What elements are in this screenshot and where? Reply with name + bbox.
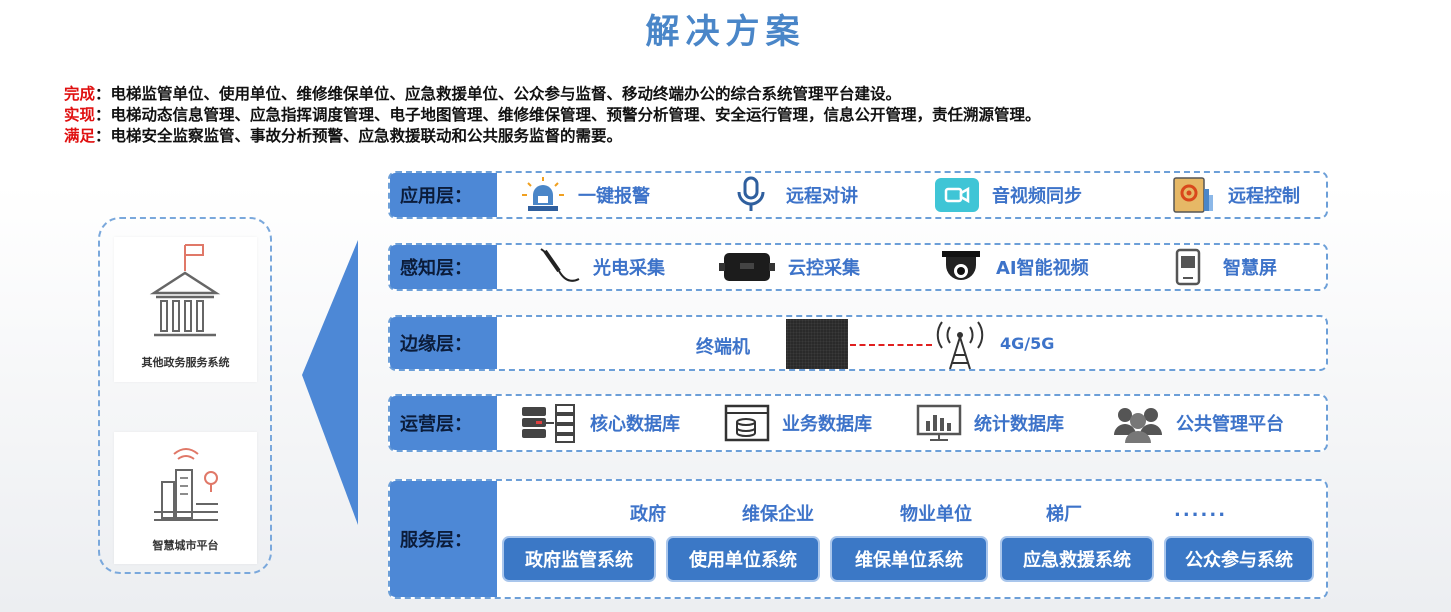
connector-arrow	[302, 240, 358, 525]
layer-label: 应用层：	[390, 173, 497, 217]
application-item-label: 音视频同步	[992, 186, 1082, 207]
layer-label: 感知层：	[390, 245, 497, 289]
intro-desc: ：电梯动态信息管理、应急指挥调度管理、电子地图管理、维修维保管理、预警分析管理、…	[95, 106, 1041, 124]
application-item[interactable]: 远程控制	[1170, 175, 1300, 215]
perception-item-label: AI智能视频	[996, 258, 1089, 279]
alarm-light-icon	[522, 177, 564, 211]
system-button[interactable]: 维保单位系统	[830, 536, 988, 582]
perception-item-label: 智慧屏	[1223, 258, 1277, 279]
application-item[interactable]: 远程对讲	[728, 175, 858, 215]
signal-tower-icon	[936, 321, 984, 370]
page-title: 解决方案	[645, 12, 806, 52]
external-system-card: 智慧城市平台	[114, 432, 257, 564]
system-button[interactable]: 应急救援系统	[1000, 536, 1154, 582]
users-group-icon	[1114, 408, 1162, 443]
system-button[interactable]: 政府监管系统	[502, 536, 656, 582]
dome-camera-icon	[942, 251, 980, 280]
system-button[interactable]: 公众参与系统	[1164, 536, 1314, 582]
terminal-link-line	[850, 344, 932, 346]
application-item[interactable]: 一键报警	[520, 175, 650, 215]
edge-layer: 边缘层： 终端机 4G/5G	[388, 315, 1328, 371]
government-building-icon	[149, 244, 221, 337]
business-database-icon	[724, 404, 770, 442]
perception-item-label: 光电采集	[593, 258, 665, 279]
network-label: 4G/5G	[1000, 334, 1055, 353]
perception-layer: 感知层： 光电采集 云控采集 AI智能视频 智慧屏	[388, 243, 1328, 291]
microphone-icon	[737, 176, 765, 211]
intro-desc: ：电梯监管单位、使用单位、维修维保单位、应急救援单位、公众参与监督、移动终端办公…	[95, 85, 902, 103]
intro-key: 实现	[64, 106, 96, 124]
intro-key: 满足	[64, 127, 96, 145]
perception-item[interactable]: 智慧屏	[1165, 247, 1277, 287]
terminal-label: 终端机	[696, 337, 750, 358]
application-layer: 应用层： 一键报警 远程对讲 音视频同步	[388, 171, 1328, 219]
external-systems-panel: 其他政务服务系统 智慧城市平台	[98, 217, 272, 574]
remote-control-icon	[1173, 177, 1213, 213]
operation-item[interactable]: 公共管理平台	[1112, 403, 1284, 443]
perception-item[interactable]: 云控采集	[718, 247, 860, 287]
photoelectric-sensor-icon	[540, 248, 580, 282]
perception-item[interactable]: 光电采集	[535, 247, 665, 287]
intro-line: 实现：电梯动态信息管理、应急指挥调度管理、电子地图管理、维修维保管理、预警分析管…	[64, 105, 1041, 126]
perception-item[interactable]: AI智能视频	[938, 247, 1089, 287]
application-item[interactable]: 音视频同步	[934, 175, 1082, 215]
operation-item-label: 统计数据库	[974, 414, 1064, 435]
service-subject: 维保企业	[742, 504, 814, 525]
smart-screen-icon	[1175, 248, 1201, 286]
operation-layer: 运营层： 核心数据库 业务数据库	[388, 394, 1328, 452]
smart-city-icon	[154, 448, 218, 521]
operation-item-label: 公共管理平台	[1176, 414, 1284, 435]
application-item-label: 一键报警	[578, 186, 650, 207]
operation-item-label: 核心数据库	[590, 414, 680, 435]
external-system-card: 其他政务服务系统	[114, 237, 257, 382]
intro-key: 完成	[64, 85, 96, 103]
service-subject: ......	[1174, 500, 1228, 521]
layer-label: 运营层：	[390, 396, 497, 450]
service-subject: 物业单位	[900, 504, 972, 525]
service-subject: 梯厂	[1046, 504, 1082, 525]
external-system-label: 智慧城市平台	[152, 539, 219, 552]
perception-item-label: 云控采集	[788, 258, 860, 279]
operation-item[interactable]: 统计数据库	[916, 403, 1064, 443]
cloud-control-box-icon	[719, 253, 775, 281]
application-item-label: 远程对讲	[786, 186, 858, 207]
intro-text: 完成：电梯监管单位、使用单位、维修维保单位、应急救援单位、公众参与监督、移动终端…	[64, 84, 1041, 147]
statistics-chart-icon	[916, 404, 962, 441]
operation-item[interactable]: 核心数据库	[520, 403, 680, 443]
intro-line: 完成：电梯监管单位、使用单位、维修维保单位、应急救援单位、公众参与监督、移动终端…	[64, 84, 1041, 105]
service-layer: 服务层： 政府 维保企业 物业单位 梯厂 ...... 政府监管系统 使用单位系…	[388, 479, 1328, 599]
application-item-label: 远程控制	[1228, 186, 1300, 207]
video-camera-icon	[935, 178, 979, 212]
intro-desc: ：电梯安全监察监管、事故分析预警、应急救援联动和公共服务监督的需要。	[95, 127, 623, 145]
layer-label: 服务层：	[390, 481, 497, 597]
intro-line: 满足：电梯安全监察监管、事故分析预警、应急救援联动和公共服务监督的需要。	[64, 126, 1041, 147]
operation-item-label: 业务数据库	[782, 414, 872, 435]
system-button[interactable]: 使用单位系统	[666, 536, 820, 582]
service-subject: 政府	[630, 504, 666, 525]
layer-label: 边缘层：	[390, 317, 497, 369]
core-database-icon	[522, 404, 575, 443]
terminal-device-image	[786, 319, 848, 369]
operation-item[interactable]: 业务数据库	[724, 403, 872, 443]
external-system-label: 其他政务服务系统	[141, 356, 230, 369]
